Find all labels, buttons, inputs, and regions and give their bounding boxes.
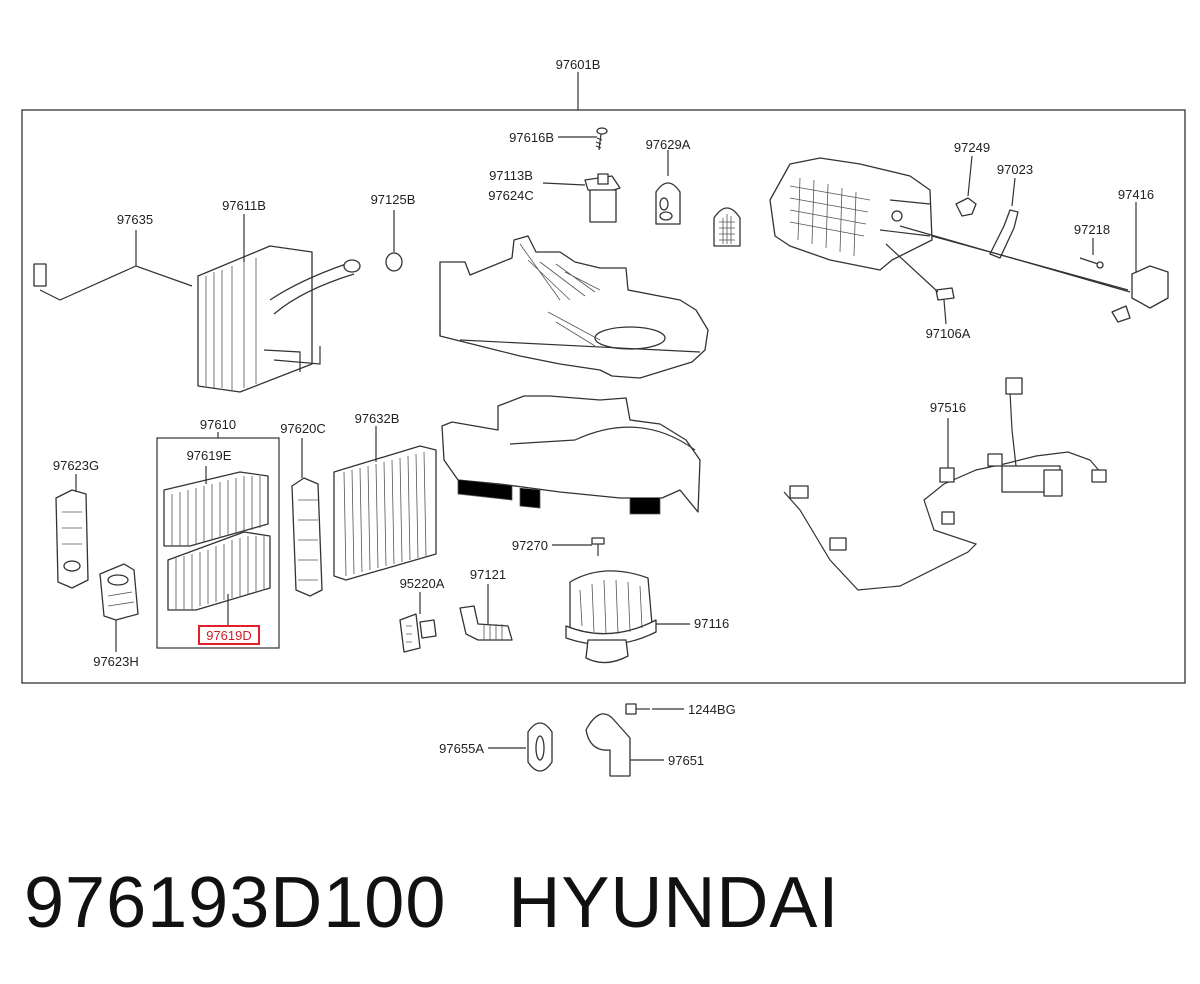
label-97113b: 97113B [489, 168, 533, 183]
label-97116: 97116 [694, 616, 729, 631]
harness-97516 [783, 377, 1107, 591]
resistor-97113b [542, 173, 621, 223]
bolt-1244bg [625, 703, 684, 715]
cover-97620c [291, 438, 323, 597]
label-95220a: 95220A [400, 576, 445, 591]
part-caption: 976193D100 HYUNDAI [24, 862, 839, 944]
label-97270: 97270 [512, 538, 548, 553]
upper-case [439, 235, 709, 379]
drain-hose-97651 [585, 713, 664, 777]
filter-97619e [163, 466, 269, 547]
mode-housing [769, 157, 933, 271]
label-97623h: 97623H [93, 654, 139, 669]
label-97629a: 97629A [646, 137, 691, 152]
screw-97218 [1079, 238, 1104, 269]
filter-97632b [333, 426, 437, 581]
assembly-frame [21, 109, 1186, 684]
screw-97270 [552, 537, 605, 556]
sensor-97635 [33, 230, 193, 301]
label-97106a: 97106A [926, 326, 971, 341]
label-97121: 97121 [470, 567, 506, 582]
label-97620c: 97620C [280, 421, 326, 436]
connector-95220a [399, 592, 437, 653]
cap-grille [713, 207, 741, 247]
hose-97121 [459, 584, 513, 641]
filter-97619d [167, 531, 271, 626]
label-97655a: 97655A [439, 741, 484, 756]
label-97624c: 97624C [488, 188, 534, 203]
label-97623g: 97623G [53, 458, 99, 473]
label-97610: 97610 [200, 417, 236, 432]
label-97632b: 97632B [355, 411, 400, 426]
bracket-97623h [99, 563, 139, 652]
label-97601b: 97601B [556, 57, 601, 72]
label-97416: 97416 [1118, 187, 1154, 202]
part-number: 976193D100 [24, 863, 447, 943]
label-97125b: 97125B [371, 192, 416, 207]
label-97651: 97651 [668, 753, 704, 768]
label-97619d: 97619D [206, 628, 252, 643]
bracket-97623g [55, 474, 89, 589]
label-97635: 97635 [117, 212, 153, 227]
cap-97629a [655, 150, 681, 225]
lever-97249 [955, 155, 977, 217]
screw-97616b [558, 127, 608, 151]
blower-case [441, 395, 701, 515]
screw-97106a [885, 243, 955, 325]
label-97619e: 97619E [187, 448, 232, 463]
evaporator-97611b [197, 214, 361, 393]
label-1244bg: 1244BG [688, 702, 736, 717]
label-97023: 97023 [997, 162, 1033, 177]
blower-motor-97116 [565, 570, 690, 664]
label-97218: 97218 [1074, 222, 1110, 237]
link-97023 [989, 177, 1019, 259]
brand-name: HYUNDAI [508, 863, 840, 943]
label-97516: 97516 [930, 400, 966, 415]
actuator-97416 [899, 202, 1169, 323]
label-97611b: 97611B [222, 198, 266, 213]
label-97616b: 97616B [509, 130, 554, 145]
label-97249: 97249 [954, 140, 990, 155]
highlight-box [198, 625, 260, 645]
oring-97125b [385, 210, 403, 272]
grommet-97655a [488, 722, 553, 772]
